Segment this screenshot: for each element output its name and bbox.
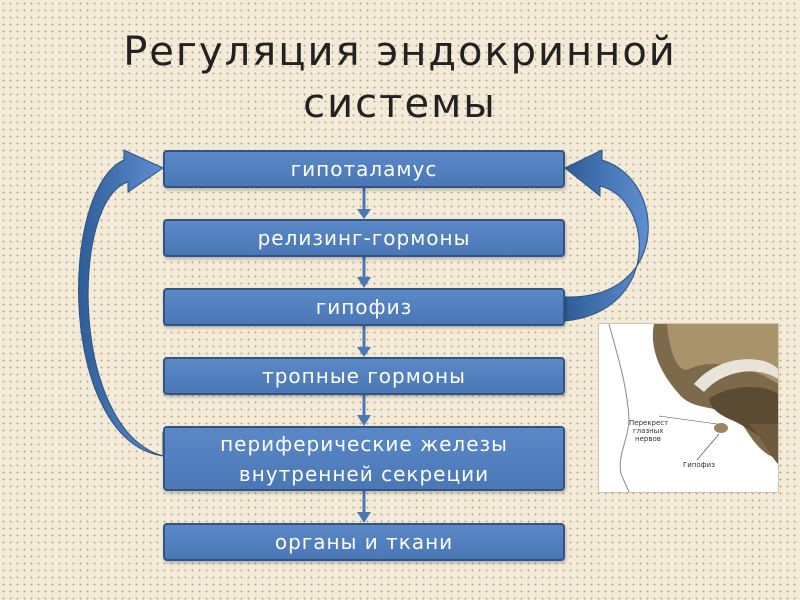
title-line-2: системы — [303, 81, 497, 127]
node-tropic-hormones-label: тропные гормоны — [262, 364, 466, 388]
chiasm-label-line1: Перекрест — [629, 419, 669, 427]
title-line-1: Регуляция эндокринной — [123, 29, 677, 75]
connector-arrow-5 — [357, 491, 371, 523]
node-hypothalamus-label: гипоталамус — [290, 157, 438, 181]
feedback-arrow-right — [564, 149, 649, 322]
connector-arrow-4 — [357, 395, 371, 426]
node-tropic-hormones: тропные гормоны — [163, 357, 565, 395]
feedback-arrow-left — [78, 149, 165, 457]
slide-title: Регуляция эндокринной системы — [0, 26, 800, 130]
brain-illustration: Перекрест глазных нервов Гипофиз — [598, 323, 779, 493]
node-peripheral-glands: периферические железы внутренней секреци… — [163, 426, 565, 491]
node-organs-tissues: органы и ткани — [163, 523, 565, 561]
node-peripheral-glands-line2: внутренней секреции — [238, 461, 490, 486]
connector-arrow-3 — [357, 325, 371, 357]
node-hypothalamus: гипоталамус — [163, 150, 565, 188]
connector-arrow-2 — [357, 257, 371, 288]
connector-arrow-1 — [357, 188, 371, 219]
chiasm-label: Перекрест глазных нервов — [629, 419, 668, 443]
node-peripheral-glands-line1: периферические железы — [220, 431, 508, 456]
node-releasing-hormones-label: релизинг-гормоны — [257, 226, 471, 250]
node-pituitary: гипофиз — [163, 288, 565, 326]
node-pituitary-label: гипофиз — [315, 295, 413, 319]
pituitary-image-label: Гипофиз — [683, 461, 715, 469]
chiasm-label-line3: нервов — [635, 435, 661, 443]
node-organs-tissues-label: органы и ткани — [274, 530, 454, 554]
chiasm-label-line2: глазных — [633, 427, 664, 435]
brain-sagittal-image — [599, 324, 778, 492]
node-releasing-hormones: релизинг-гормоны — [163, 219, 565, 257]
